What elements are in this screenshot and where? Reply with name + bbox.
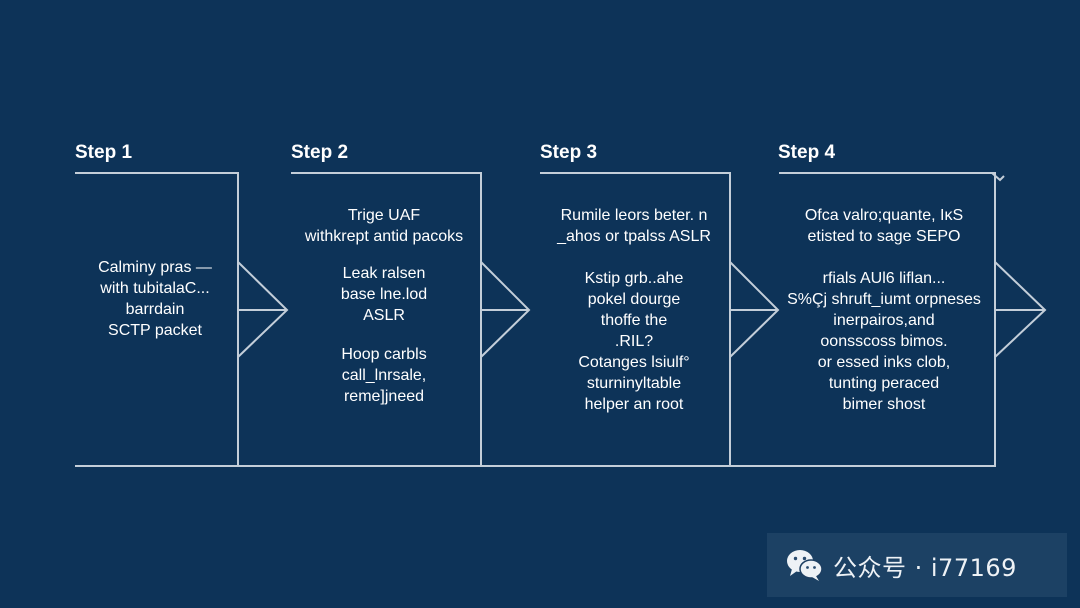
step-3-title: Step 3 bbox=[540, 142, 598, 163]
step-4-frame bbox=[730, 172, 996, 467]
step-2-title: Step 2 bbox=[291, 142, 349, 163]
step-3-line: _ahos or tpalss ASLR bbox=[557, 228, 711, 245]
corner-tick bbox=[991, 172, 1005, 182]
step-1-frame bbox=[75, 172, 239, 467]
watermark-text: 公众号 · i77169 bbox=[833, 553, 1017, 582]
step-4-title: Step 4 bbox=[778, 142, 836, 163]
step-2-frame bbox=[238, 172, 482, 467]
step-2-line: Trige UAF bbox=[347, 207, 421, 224]
step-3-line: Cotanges lsiulf° bbox=[578, 354, 690, 371]
step-2-line: withkrept antid pacoks bbox=[304, 228, 464, 245]
step-1-description: Calminy pras — with tubitalaC... barrdai… bbox=[75, 257, 235, 341]
step-4-line: etisted to sage SEPO bbox=[807, 228, 961, 245]
step-2-line: Leak ralsen bbox=[342, 265, 426, 282]
step-4-line: inerpairos,and bbox=[833, 312, 935, 329]
step-4-line: oonsscoss bimos. bbox=[820, 333, 948, 350]
step-4-line: Ofca valro;quante, IĸS bbox=[804, 207, 964, 224]
step-1-line: barrdain bbox=[125, 301, 185, 318]
step-2-description: Trige UAF withkrept antid pacoks Leak ra… bbox=[284, 205, 484, 407]
step-2-line: reme]jneed bbox=[343, 388, 425, 405]
step-2-line: ASLR bbox=[363, 307, 405, 324]
step-1-title: Step 1 bbox=[75, 142, 133, 163]
step-3-frame bbox=[481, 172, 731, 467]
step-1-line: Calminy pras — bbox=[98, 259, 212, 276]
step-4-line: or essed inks clob, bbox=[817, 354, 951, 371]
step-4-line: S%Çj shruft_iumt orpneses bbox=[787, 291, 981, 308]
step-3-line: helper an root bbox=[584, 396, 684, 413]
step-3-line: .RIL? bbox=[614, 333, 654, 350]
step-3-line: thoffe the bbox=[600, 312, 668, 329]
step-3-line: Rumile leors beter. n bbox=[560, 207, 708, 224]
step-3-description: Rumile leors beter. n _ahos or tpalss AS… bbox=[534, 205, 734, 415]
step-4-line: tunting peraced bbox=[828, 375, 940, 392]
step-2-line: Hoop carbls bbox=[341, 346, 427, 363]
step-3-line: sturninyltable bbox=[586, 375, 682, 392]
step-4-line: bimer shost bbox=[842, 396, 926, 413]
step-1-line: with tubitalaC... bbox=[100, 280, 210, 297]
step-3-line: Kstip grb..ahe bbox=[584, 270, 684, 287]
step-4-line: rfials AUl6 liflan... bbox=[822, 270, 946, 287]
step-2-line: call_lnrsale, bbox=[341, 367, 427, 384]
step-2-line: base lne.lod bbox=[340, 286, 428, 303]
step-4-description: Ofca valro;quante, IĸS etisted to sage S… bbox=[774, 205, 994, 415]
step-1-line: SCTP packet bbox=[108, 322, 202, 339]
wechat-account-watermark: 公众号 · i77169 bbox=[767, 533, 1067, 597]
step-3-line: pokel dourge bbox=[587, 291, 681, 308]
wechat-icon bbox=[785, 548, 823, 582]
